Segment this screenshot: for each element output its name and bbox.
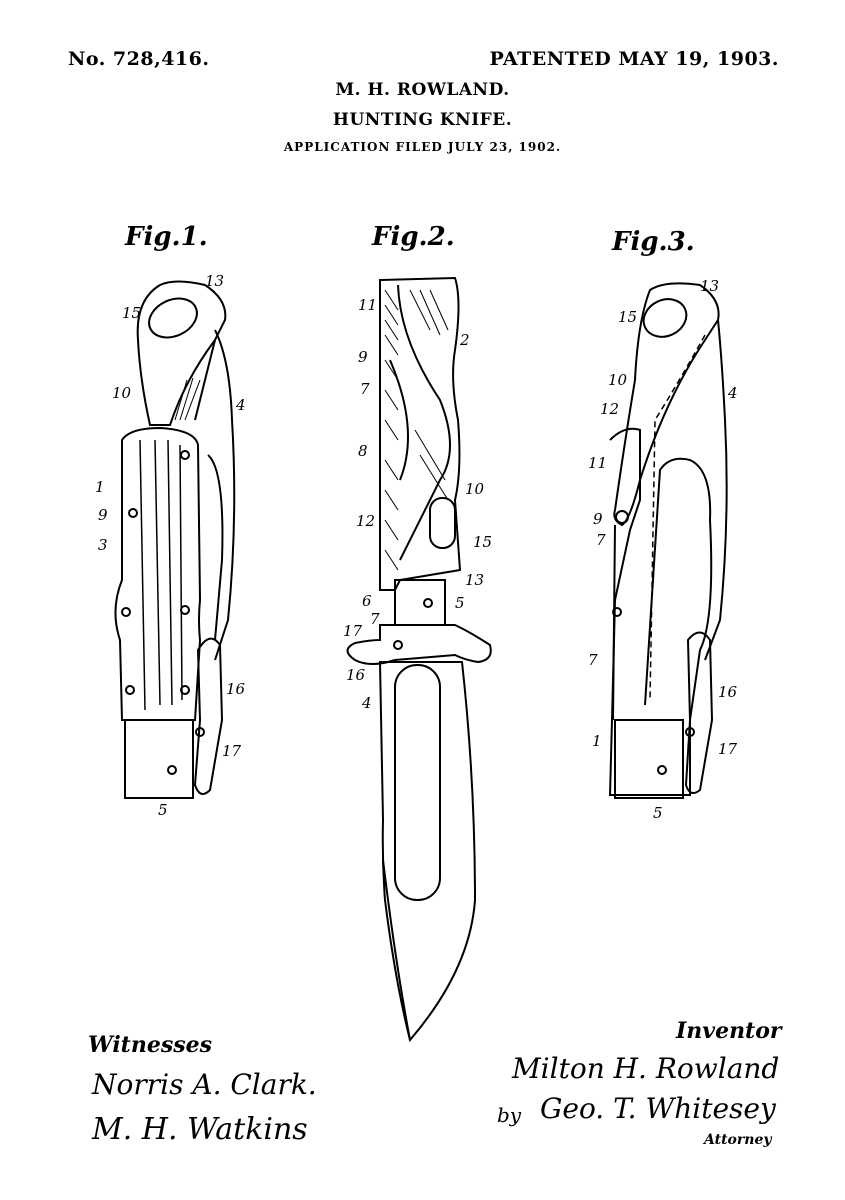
ref-label: 15: [473, 533, 492, 551]
fig3-drawing: [608, 282, 728, 799]
fig3-label: Fig.3.: [611, 227, 695, 257]
by-label: by: [497, 1103, 522, 1127]
ref-label: 15: [122, 304, 141, 322]
application-filed: APPLICATION FILED JULY 23, 1902.: [283, 140, 562, 154]
ref-label: 16: [346, 666, 366, 684]
fig1-drawing: [114, 280, 236, 799]
ref-label: 8: [358, 442, 368, 460]
patent-title: HUNTING KNIFE.: [332, 110, 513, 130]
ref-label: 16: [226, 680, 246, 698]
ref-label: 16: [718, 683, 738, 701]
ref-label: 4: [727, 384, 738, 402]
ref-label: 5: [455, 594, 465, 612]
ref-label: 10: [465, 480, 485, 498]
ref-label: 4: [235, 396, 246, 414]
ref-label: 12: [356, 512, 375, 530]
ref-label: 13: [700, 277, 719, 295]
fig2-label: Fig.2.: [371, 222, 455, 252]
ref-label: 2: [459, 331, 470, 349]
ref-label: 13: [205, 272, 224, 290]
witnesses-label: Witnesses: [88, 1032, 212, 1058]
ref-label: 1: [592, 732, 602, 750]
ref-label: 11: [358, 296, 377, 314]
ref-label: 9: [358, 348, 368, 366]
inventor-name: M. H. ROWLAND.: [335, 80, 510, 100]
ref-label: 7: [360, 380, 370, 398]
patent-date: PATENTED MAY 19, 1903.: [489, 48, 779, 70]
ref-label: 10: [112, 384, 132, 402]
ref-label: 6: [362, 592, 372, 610]
witness-signature-2: M. H. Watkins: [92, 1112, 308, 1147]
ref-label: 4: [361, 694, 372, 712]
ref-label: 7: [596, 531, 606, 549]
witness-signature-1: Norris A. Clark.: [92, 1068, 317, 1101]
ref-label: 13: [465, 571, 484, 589]
attorney-signature: Geo. T. Whitesey: [540, 1092, 776, 1125]
ref-label: 1: [95, 478, 105, 496]
attorney-label: Attorney: [704, 1132, 772, 1148]
inventor-label: Inventor: [676, 1018, 782, 1044]
ref-label: 17: [343, 622, 363, 640]
fig3-ref-numbers: 13 15 10 4 12 11 9 7 7 16 1 17 5: [588, 277, 738, 822]
inventor-signature: Milton H. Rowland: [512, 1052, 780, 1085]
ref-label: 5: [158, 801, 168, 819]
fig1-label: Fig.1.: [124, 222, 208, 252]
ref-label: 17: [718, 740, 738, 758]
ref-label: 17: [222, 742, 242, 760]
fig2-drawing: [346, 276, 492, 1043]
ref-label: 10: [608, 371, 628, 389]
ref-label: 7: [370, 610, 380, 628]
ref-label: 11: [588, 454, 607, 472]
ref-label: 12: [600, 400, 619, 418]
ref-label: 9: [98, 506, 108, 524]
fig2-ref-numbers: 11 2 9 7 8 10 12 15 13 6 5 7 17 16 4: [343, 296, 492, 712]
ref-label: 5: [653, 804, 663, 822]
ref-label: 9: [593, 510, 603, 528]
ref-label: 15: [618, 308, 637, 326]
patent-number: No. 728,416.: [68, 48, 210, 70]
ref-label: 7: [588, 651, 598, 669]
ref-label: 3: [98, 536, 108, 554]
fig1-ref-numbers: 13 15 10 4 1 9 3 16 17 5: [95, 272, 246, 819]
